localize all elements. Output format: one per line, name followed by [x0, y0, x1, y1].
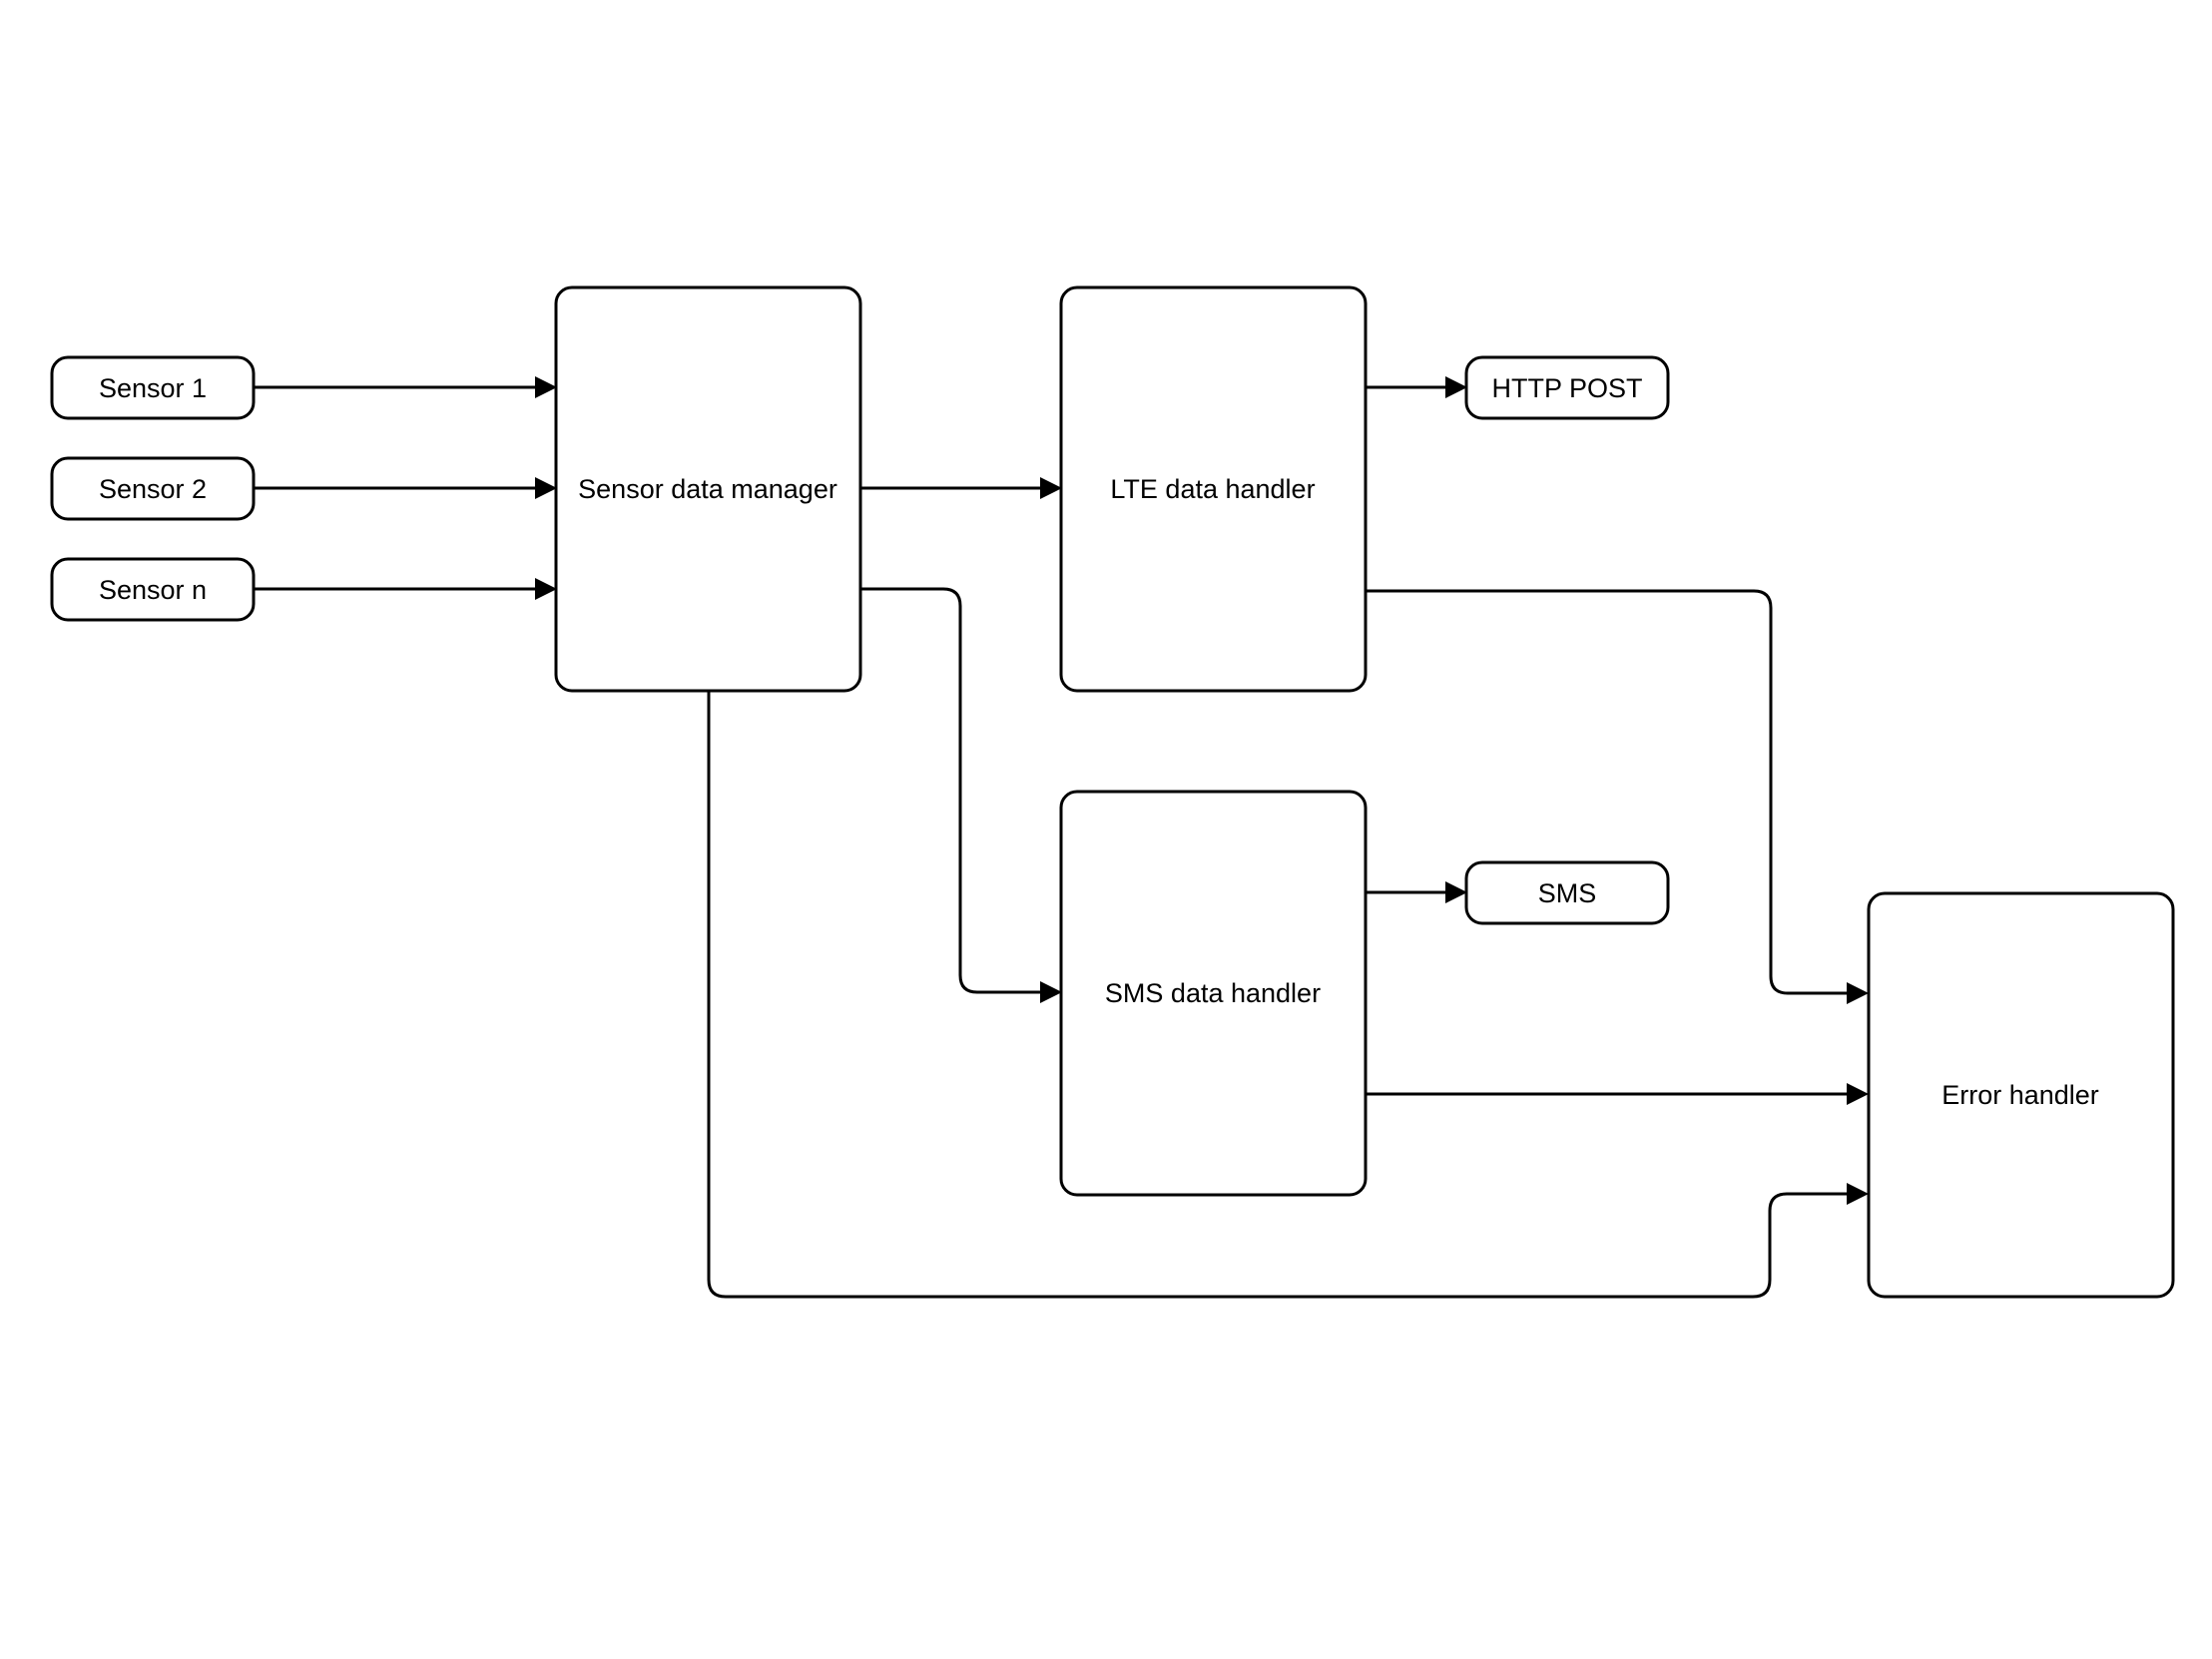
arrowhead-icon — [1445, 881, 1467, 903]
arrowhead-icon — [1847, 982, 1869, 1004]
edge-manager-to-sms-handler — [860, 587, 1042, 994]
arrowhead-icon — [535, 376, 557, 398]
arrowhead-icon — [535, 578, 557, 600]
node-sensor-1: Sensor 1 — [50, 355, 256, 420]
node-sms-data-handler: SMS data handler — [1059, 790, 1368, 1197]
arrowhead-icon — [1847, 1183, 1869, 1205]
edge-lte-to-error-handler — [1366, 589, 1849, 995]
node-label: LTE data handler — [1110, 474, 1315, 504]
node-label: Sensor n — [99, 575, 207, 605]
edge-manager-to-error-handler — [707, 691, 1849, 1299]
node-label: Sensor data manager — [578, 474, 837, 504]
node-sensor-n: Sensor n — [50, 557, 256, 622]
node-label: SMS — [1538, 878, 1597, 908]
arrowhead-icon — [1847, 1083, 1869, 1105]
node-label: SMS data handler — [1105, 978, 1321, 1008]
node-sensor-2: Sensor 2 — [50, 456, 256, 521]
node-lte-data-handler: LTE data handler — [1059, 285, 1368, 693]
arrowhead-icon — [535, 477, 557, 499]
arrowhead-icon — [1040, 477, 1062, 499]
node-sensor-data-manager: Sensor data manager — [554, 285, 862, 693]
node-label: HTTP POST — [1491, 373, 1642, 403]
arrowhead-icon — [1040, 981, 1062, 1003]
node-sms: SMS — [1464, 860, 1670, 925]
node-label: Sensor 1 — [99, 373, 207, 403]
node-label: Sensor 2 — [99, 474, 207, 504]
node-label: Error handler — [1941, 1080, 2099, 1110]
arrowhead-icon — [1445, 376, 1467, 398]
node-http-post: HTTP POST — [1464, 355, 1670, 420]
edges — [254, 376, 1869, 1299]
node-error-handler: Error handler — [1867, 891, 2175, 1299]
